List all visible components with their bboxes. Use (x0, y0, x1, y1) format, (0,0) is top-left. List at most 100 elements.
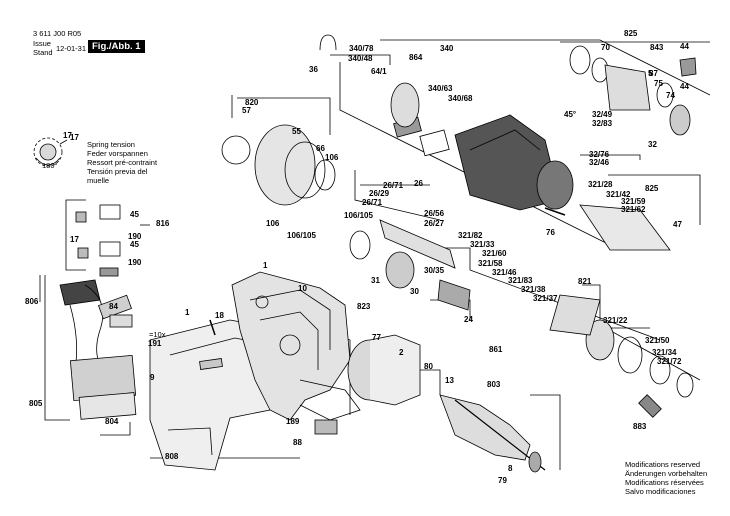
callout-321-28: 321/28 (588, 180, 613, 189)
callout-821: 821 (578, 277, 592, 286)
callout-45-: 45° (564, 110, 576, 119)
callout-321-38: 321/38 (521, 285, 546, 294)
callout-190: 190 (128, 258, 142, 267)
callout-340: 340 (440, 44, 454, 53)
spring-note-line-4: Tensión previa del (87, 167, 148, 176)
callout-17: 17 (70, 133, 79, 142)
callout-32-76: 32/76 (589, 150, 610, 159)
callout-106-105: 106/105 (344, 211, 373, 220)
callout-321-42: 321/42 (606, 190, 631, 199)
hammer-mechanism (349, 219, 471, 311)
callout-321-46: 321/46 (492, 268, 517, 277)
issue-date: 12-01-31 (56, 44, 87, 53)
callout-80: 80 (424, 362, 433, 371)
modifications-line-3: Modifications réservées (625, 478, 704, 487)
callout-87: 87 (649, 69, 658, 78)
motor-field (347, 334, 421, 406)
callout-1: 1 (185, 308, 190, 317)
callout-31: 31 (371, 276, 380, 285)
callout-24: 24 (464, 315, 473, 324)
callout-88: 88 (293, 438, 302, 447)
small-parts (109, 207, 566, 435)
callout-44: 44 (680, 42, 689, 51)
callout-864: 864 (409, 53, 423, 62)
electronics-assembly (59, 279, 137, 420)
multiplier-note: =10x (149, 330, 166, 339)
callout-74: 74 (666, 91, 675, 100)
callout-32: 32 (648, 140, 657, 149)
callout-820: 820 (245, 98, 259, 107)
callout-55: 55 (292, 127, 301, 136)
callout-44: 44 (680, 82, 689, 91)
callout-70: 70 (601, 43, 610, 52)
callout-2: 2 (399, 348, 404, 357)
callout-10: 10 (298, 284, 307, 293)
callout-17: 17 (70, 235, 79, 244)
gearbox-housing (390, 82, 574, 211)
callout-190: 190 (128, 232, 142, 241)
callout-9: 9 (150, 373, 155, 382)
callout-18: 18 (215, 311, 224, 320)
issue-label: Issue (33, 39, 51, 48)
callout-76: 76 (546, 228, 555, 237)
callout-321-33: 321/33 (470, 240, 495, 249)
callout-106-105: 106/105 (287, 231, 316, 240)
callout-321-60: 321/60 (482, 249, 507, 258)
callout-47: 47 (673, 220, 682, 229)
callout-805: 805 (29, 399, 43, 408)
callout-57: 57 (242, 106, 251, 115)
callout-106: 106 (325, 153, 339, 162)
callout-804: 804 (105, 417, 119, 426)
callout-861: 861 (489, 345, 503, 354)
callout-321-72: 321/72 (657, 357, 682, 366)
callout-843: 843 (650, 43, 664, 52)
callout-803: 803 (487, 380, 501, 389)
callout-79: 79 (498, 476, 507, 485)
callout-84: 84 (109, 302, 118, 311)
callout-806: 806 (25, 297, 39, 306)
callout-321-62: 321/62 (621, 205, 646, 214)
callout-321-50: 321/50 (645, 336, 670, 345)
callout-823: 823 (357, 302, 371, 311)
spring-tension-symbol (33, 137, 68, 167)
callout-321-83: 321/83 (508, 276, 533, 285)
spring-part-number: 17 (63, 131, 72, 140)
callout-66: 66 (316, 144, 325, 153)
callout-883: 883 (633, 422, 647, 431)
spring-angle: 180° (42, 161, 58, 170)
callout-321-59: 321/59 (621, 197, 646, 206)
callout-808: 808 (165, 452, 179, 461)
callout-5: 5 (648, 69, 653, 78)
callout-340-63: 340/63 (428, 84, 453, 93)
modifications-line-2: Änderungen vorbehalten (625, 469, 708, 478)
tool-holder-parts (569, 45, 697, 136)
callout-64-1: 64/1 (371, 67, 387, 76)
stand-label: Stand (33, 48, 53, 57)
callout-32-83: 32/83 (592, 119, 613, 128)
spring-note-line-2: Feder vorspannen (87, 149, 148, 158)
callout-321-58: 321/58 (478, 259, 503, 268)
callout-75: 75 (654, 79, 663, 88)
spring-note-line-3: Ressort pré-contraint (87, 158, 158, 167)
callout-321-22: 321/22 (603, 316, 628, 325)
armature (439, 394, 546, 473)
callout-32-49: 32/49 (592, 110, 613, 119)
callout-26-71: 26/71 (383, 181, 404, 190)
callout-321-37: 321/37 (533, 294, 558, 303)
callout-45: 45 (130, 240, 139, 249)
callout-30: 30 (410, 287, 419, 296)
callout-340-68: 340/68 (448, 94, 473, 103)
callout-26-29: 26/29 (369, 189, 390, 198)
callout-8: 8 (508, 464, 513, 473)
callout-30-35: 30/35 (424, 266, 445, 275)
callout-26-27: 26/27 (424, 219, 445, 228)
callout-825: 825 (624, 29, 638, 38)
callout-26-56: 26/56 (424, 209, 445, 218)
callout-32-46: 32/46 (589, 158, 610, 167)
document-number: 3 611 J00 R05 (33, 29, 82, 38)
spring-note-line-5: muelle (87, 176, 110, 185)
modifications-line-1: Modifications reserved (625, 460, 701, 469)
callout-36: 36 (309, 65, 318, 74)
